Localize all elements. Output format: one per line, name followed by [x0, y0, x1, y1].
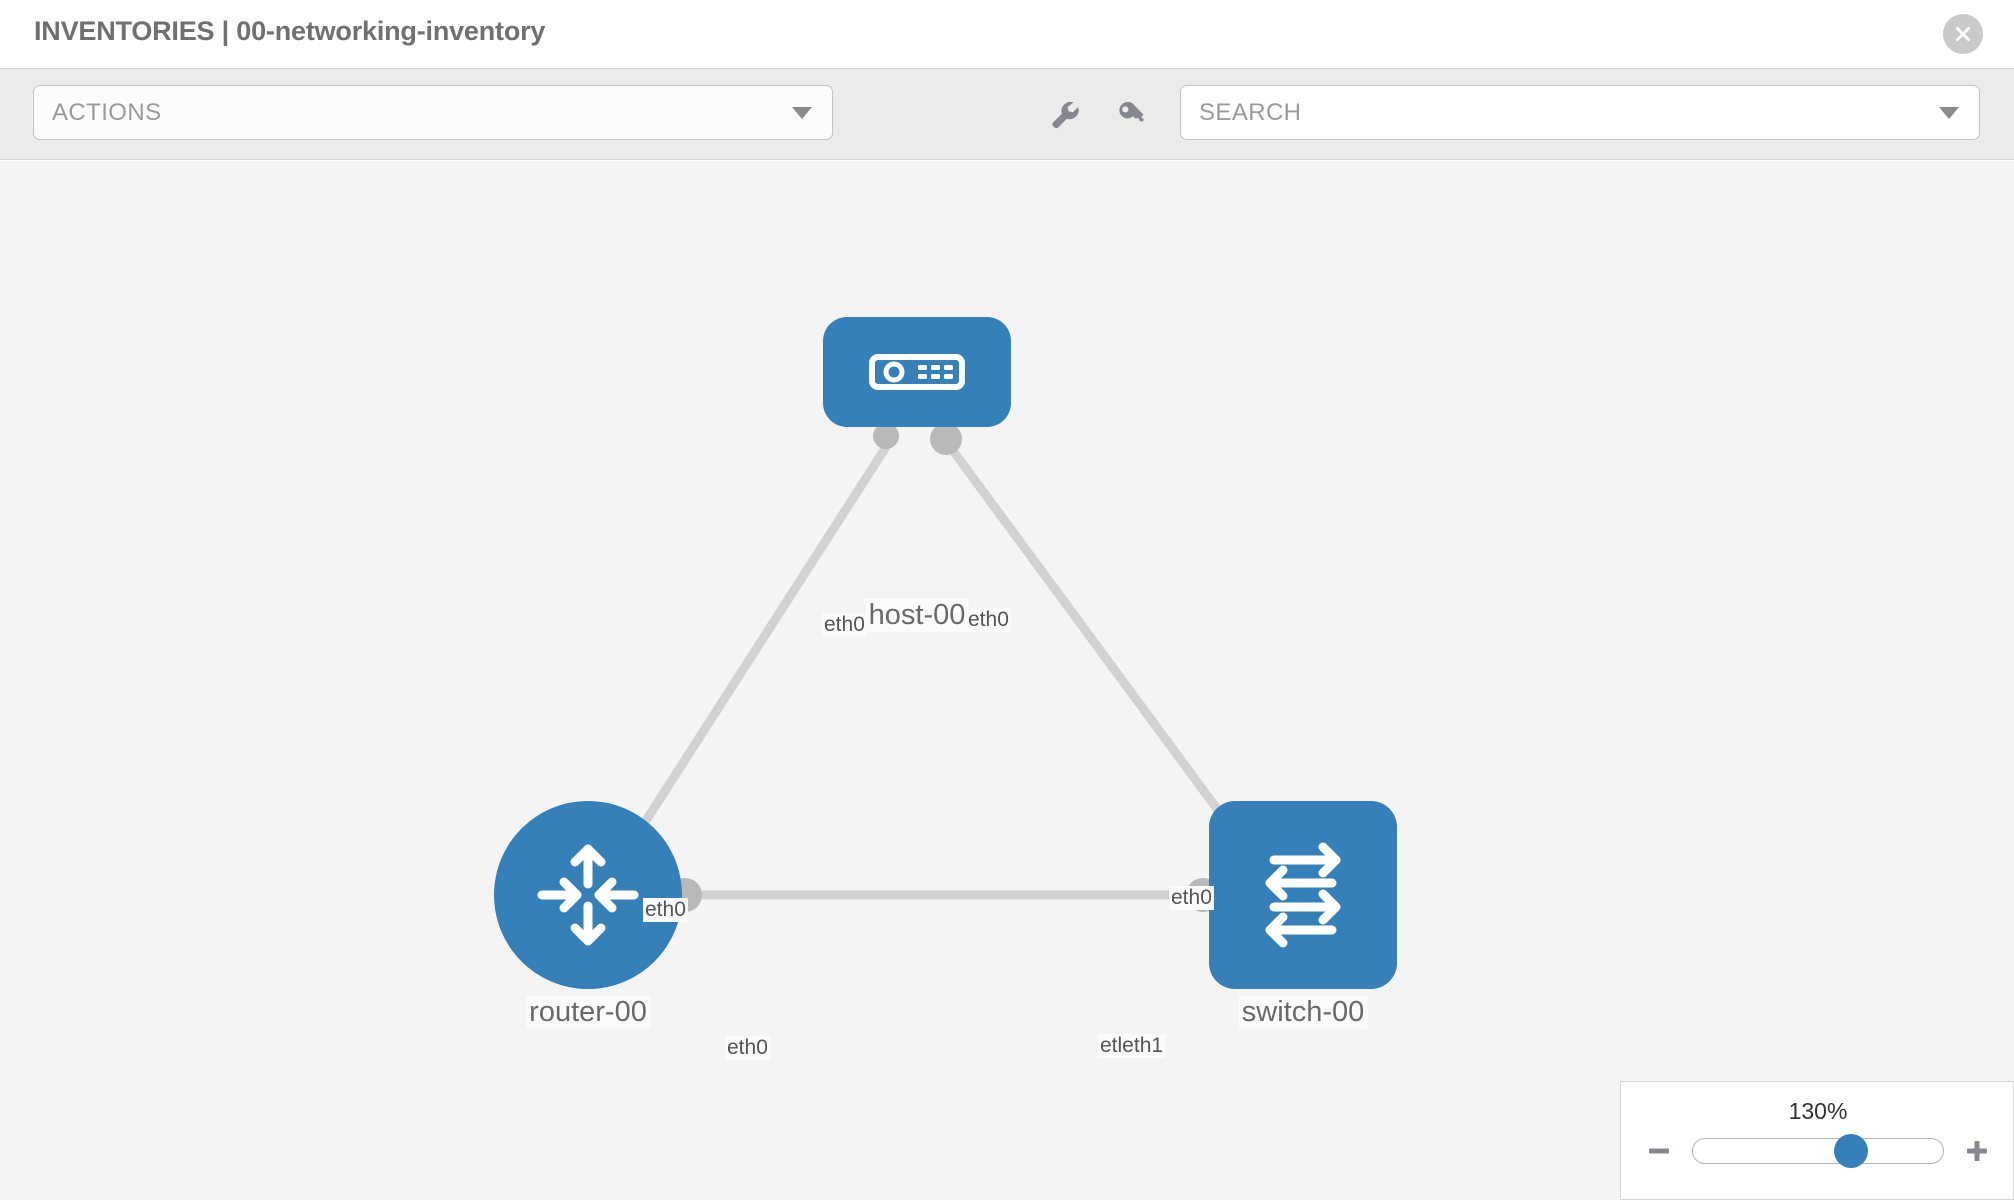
switch-icon: [1265, 842, 1341, 948]
actions-dropdown[interactable]: ACTIONS: [33, 85, 833, 140]
server-icon: [869, 354, 965, 390]
zoom-level-value: 130%: [1788, 1098, 1848, 1124]
topology-links: [616, 430, 1252, 900]
node-router-00[interactable]: router-00: [494, 801, 682, 1029]
node-label-router: router-00: [526, 996, 650, 1029]
search-input[interactable]: [1199, 98, 1899, 127]
iface-label-host-right: eth0: [966, 608, 1011, 632]
actions-dropdown-label: ACTIONS: [52, 98, 162, 126]
page-header: INVENTORIES | 00-networking-inventory: [0, 0, 2014, 68]
link-host-router: [616, 430, 899, 864]
page-title: INVENTORIES | 00-networking-inventory: [34, 16, 546, 46]
connector-host-left: [873, 423, 899, 449]
host-node-shape[interactable]: [823, 317, 1011, 427]
chevron-down-icon: [792, 106, 812, 119]
switch-node-shape[interactable]: [1209, 801, 1397, 989]
node-label-switch: switch-00: [1238, 996, 1368, 1029]
router-icon: [537, 844, 639, 946]
router-node-shape[interactable]: [494, 801, 682, 989]
zoom-control-panel: 130%: [1620, 1081, 2014, 1200]
node-label-host: host-00: [865, 599, 969, 632]
iface-label-host-left: eth0: [822, 613, 867, 637]
zoom-slider-row: [1621, 1134, 2014, 1168]
key-icon[interactable]: [1110, 92, 1154, 136]
node-switch-00[interactable]: switch-00: [1209, 801, 1397, 1029]
node-host-00[interactable]: host-00: [823, 317, 1011, 632]
wrench-icon[interactable]: [1042, 92, 1086, 136]
topology-canvas[interactable]: host-00: [0, 161, 2014, 1200]
iface-label-router-up: eth0: [643, 898, 688, 922]
zoom-slider-thumb[interactable]: [1833, 1134, 1868, 1168]
iface-label-switch-left: etleth1: [1098, 1034, 1166, 1058]
iface-label-router-right: eth0: [725, 1036, 770, 1060]
iface-label-switch-up: eth0: [1169, 886, 1214, 910]
search-field[interactable]: [1180, 85, 1980, 140]
link-host-switch: [936, 430, 1252, 854]
zoom-out-button[interactable]: [1644, 1136, 1674, 1166]
zoom-slider[interactable]: [1692, 1134, 1944, 1168]
zoom-in-button[interactable]: [1962, 1136, 1992, 1166]
close-icon[interactable]: [1943, 14, 1983, 54]
search-chevron-down-icon[interactable]: [1939, 106, 1959, 119]
connector-host-right: [930, 423, 962, 455]
